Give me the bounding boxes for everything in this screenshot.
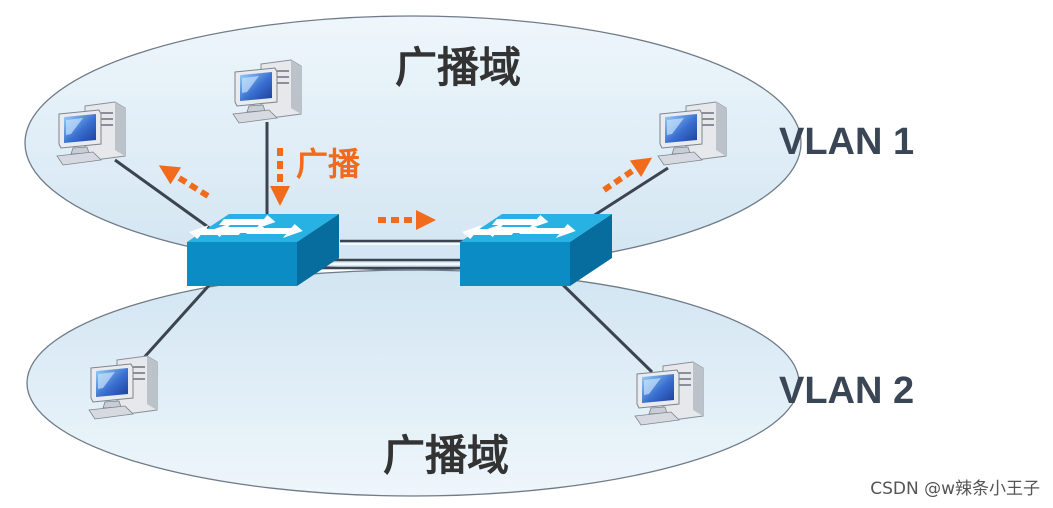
link-right-pc bbox=[589, 166, 669, 220]
vlan1-label: VLAN 1 bbox=[779, 121, 914, 163]
link-bottom-right-pc bbox=[556, 278, 654, 374]
link-bottom-left-pc bbox=[138, 280, 214, 364]
link-left-pc bbox=[114, 158, 216, 234]
broadcast-label: 广播 bbox=[296, 145, 361, 183]
vlan2-label: VLAN 2 bbox=[779, 370, 914, 412]
watermark: CSDN @w辣条小王子 bbox=[870, 479, 1040, 499]
broadcast-domain-label-bottom: 广播域 bbox=[383, 431, 509, 480]
network-links bbox=[114, 122, 669, 374]
broadcast-domain-label-top: 广播域 bbox=[395, 43, 521, 92]
